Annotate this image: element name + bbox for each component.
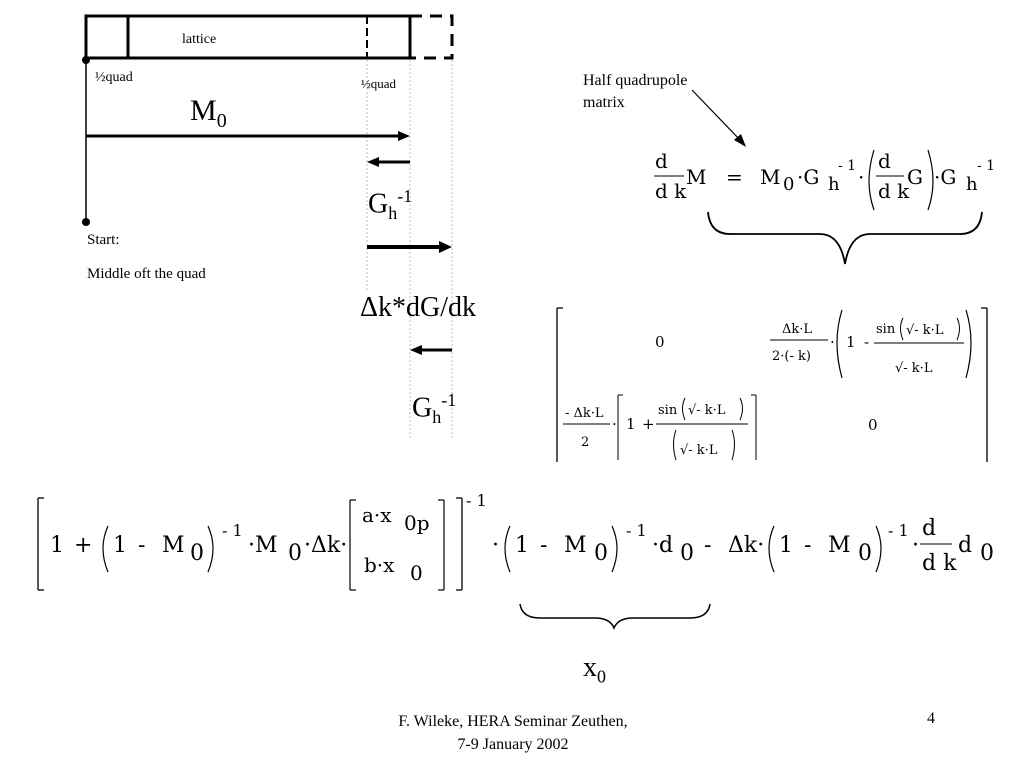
m0-arrow-head <box>398 131 410 141</box>
svg-text:h: h <box>966 174 978 195</box>
svg-text:Δk·: Δk· <box>728 533 764 558</box>
svg-text:·G: ·G <box>797 165 819 189</box>
svg-text:√- k·L: √- k·L <box>895 361 933 376</box>
svg-text:d k: d k <box>655 179 687 203</box>
svg-text:·G: ·G <box>934 165 956 189</box>
svg-text:G: G <box>907 165 923 189</box>
svg-text:1: 1 <box>779 533 793 558</box>
svg-text:+: + <box>74 533 92 558</box>
svg-text:·Δk·: ·Δk· <box>304 533 347 558</box>
svg-text:M: M <box>828 533 851 558</box>
svg-text:0: 0 <box>980 541 994 566</box>
svg-text:0: 0 <box>868 416 878 434</box>
svg-text:·: · <box>912 533 919 558</box>
svg-text:M: M <box>162 533 185 558</box>
lattice-box <box>84 14 412 60</box>
page-number: 4 <box>927 710 935 727</box>
top-brace <box>707 211 983 265</box>
half-quad-right-label: ½quad <box>361 76 397 91</box>
svg-text:=: = <box>726 165 743 189</box>
start-dot <box>82 218 90 226</box>
svg-text:-: - <box>138 533 145 558</box>
svg-text:M: M <box>564 533 587 558</box>
svg-text:1: 1 <box>515 533 529 558</box>
svg-text:2: 2 <box>581 435 589 450</box>
gh-arrow-1-head <box>367 157 379 167</box>
svg-text:·M: ·M <box>248 533 278 558</box>
half-quad-left-dot <box>82 56 90 64</box>
svg-text:d: d <box>958 533 972 558</box>
svg-text:M: M <box>760 165 780 189</box>
svg-text:0: 0 <box>410 561 423 585</box>
svg-text:0: 0 <box>190 541 204 566</box>
svg-text:-: - <box>540 533 547 558</box>
start-description: Middle oft the quad <box>87 266 206 282</box>
svg-text:- 1: - 1 <box>888 521 909 540</box>
svg-text:d k: d k <box>878 179 910 203</box>
svg-text:- Δk·L: - Δk·L <box>565 406 604 421</box>
svg-text:sin: sin <box>658 403 678 418</box>
x0-label: x0 <box>583 652 606 687</box>
svg-text:d: d <box>655 149 668 173</box>
svg-text:0: 0 <box>783 174 794 195</box>
svg-text:+: + <box>642 415 655 433</box>
lattice-extension-box <box>410 14 454 60</box>
svg-text:Δk·L: Δk·L <box>782 322 812 337</box>
svg-text:- 1: - 1 <box>626 521 647 540</box>
bottom-brace <box>519 603 711 631</box>
svg-text:- 1: - 1 <box>222 521 243 540</box>
svg-text:1: 1 <box>626 415 636 433</box>
dg-arrow-head <box>439 241 452 253</box>
gh-arrow-2-head <box>410 345 422 355</box>
svg-text:·d: ·d <box>652 533 673 558</box>
svg-text:- 1: - 1 <box>466 491 487 510</box>
svg-text:1: 1 <box>113 533 127 558</box>
svg-text:1: 1 <box>50 533 64 558</box>
svg-text:·: · <box>858 165 864 189</box>
annotation-arrow-head <box>734 134 746 147</box>
gh-inverse-label-1: Gh-1 <box>368 186 413 223</box>
svg-text:0: 0 <box>680 541 694 566</box>
svg-text:-: - <box>864 333 869 351</box>
svg-text:0: 0 <box>288 541 302 566</box>
svg-text:h: h <box>828 174 840 195</box>
svg-text:sin: sin <box>876 322 896 337</box>
svg-text:0: 0 <box>655 333 665 351</box>
svg-text:M: M <box>686 165 706 189</box>
svg-text:0: 0 <box>858 541 872 566</box>
svg-text:0: 0 <box>594 541 608 566</box>
svg-text:a·x: a·x <box>362 503 392 527</box>
half-quad-left-label: ½quad <box>95 70 133 85</box>
svg-text:-: - <box>804 533 811 558</box>
svg-text:- 1: - 1 <box>977 158 995 174</box>
gh-inverse-label-2: Gh-1 <box>412 390 457 427</box>
svg-text:b·x: b·x <box>364 553 395 577</box>
svg-text:√- k·L: √- k·L <box>680 443 718 458</box>
svg-text:d: d <box>922 516 936 541</box>
svg-text:- 1: - 1 <box>838 158 856 174</box>
lattice-label: lattice <box>182 32 217 47</box>
svg-text:√- k·L: √- k·L <box>688 403 726 418</box>
footer-author: F. Wileke, HERA Seminar Zeuthen, 7-9 Jan… <box>398 713 628 753</box>
svg-text:-: - <box>704 533 711 558</box>
svg-text:·: · <box>830 333 835 351</box>
dk-dg-dk-label: Δk*dG/dk <box>360 292 477 323</box>
svg-text:√- k·L: √- k·L <box>906 323 944 338</box>
start-label: Start: <box>87 232 120 248</box>
half-quadrupole-annotation: Half quadrupole matrix <box>583 72 688 111</box>
svg-text:d k: d k <box>922 551 957 576</box>
svg-text:2·(- k): 2·(- k) <box>772 349 811 364</box>
annotation-arrow-line <box>691 89 743 143</box>
svg-text:·: · <box>492 533 499 558</box>
svg-text:0p: 0p <box>404 511 430 535</box>
svg-text:·: · <box>612 415 617 433</box>
svg-text:d: d <box>878 149 891 173</box>
m0-label: M0 <box>190 94 227 132</box>
svg-text:1: 1 <box>846 333 856 351</box>
